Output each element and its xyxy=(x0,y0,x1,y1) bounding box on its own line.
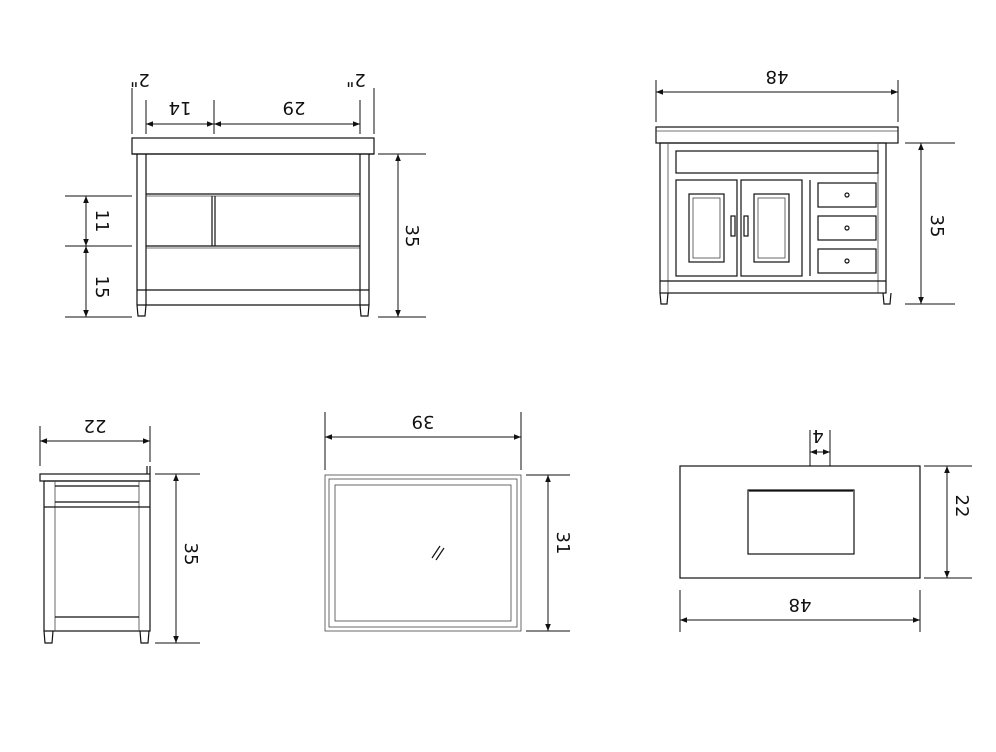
dim-label-35-b: 35 xyxy=(926,215,947,238)
mirror-view: 39 31 xyxy=(324,411,573,632)
dim-label-4: 4 xyxy=(812,425,823,446)
front-view: 48 35 xyxy=(655,66,955,305)
dim-label-35-a: 35 xyxy=(401,225,422,248)
dim-label-2-left: 2" xyxy=(130,69,150,90)
dim-label-39: 39 xyxy=(412,411,435,432)
dim-label-29: 29 xyxy=(283,97,306,118)
drawer-1 xyxy=(817,182,877,208)
counter-top xyxy=(131,137,375,155)
side-open-view: 14 29 2" 2" 35 11 15 xyxy=(65,69,426,318)
leg xyxy=(359,304,370,317)
countertop-outline xyxy=(679,465,921,579)
glass-reflection-mark xyxy=(431,545,441,559)
dim-label-22-b: 22 xyxy=(951,495,972,518)
sink-cutout xyxy=(747,489,855,555)
dim-label-35-c: 35 xyxy=(180,543,201,566)
leg xyxy=(139,630,150,644)
leg xyxy=(882,292,892,305)
mirror-frame xyxy=(324,474,522,632)
front-counter-top xyxy=(655,126,899,144)
drawer-2 xyxy=(817,215,877,241)
leg xyxy=(136,304,147,317)
left-door xyxy=(675,179,738,277)
dim-label-48-b: 48 xyxy=(789,594,812,615)
false-drawer-panel xyxy=(675,150,879,174)
side-view: 22 35 xyxy=(39,415,201,644)
side-panel xyxy=(43,480,151,632)
right-door xyxy=(740,179,803,277)
door-handle xyxy=(730,215,736,237)
cabinet-body xyxy=(659,142,887,294)
dim-label-2-right: 2" xyxy=(346,69,366,90)
dim-label-31: 31 xyxy=(552,532,573,555)
drawer-3 xyxy=(817,248,877,274)
leg xyxy=(43,630,54,644)
side-counter-top xyxy=(39,473,151,482)
top-view: 4 22 48 xyxy=(679,425,972,632)
leg xyxy=(659,292,669,305)
door-handle xyxy=(743,215,749,237)
dim-label-48-a: 48 xyxy=(766,66,789,87)
dim-label-15: 15 xyxy=(91,276,112,299)
dim-label-11: 11 xyxy=(91,210,112,233)
dim-label-22-a: 22 xyxy=(84,415,107,436)
dim-label-14: 14 xyxy=(169,97,192,118)
mirror-glass xyxy=(334,484,512,622)
